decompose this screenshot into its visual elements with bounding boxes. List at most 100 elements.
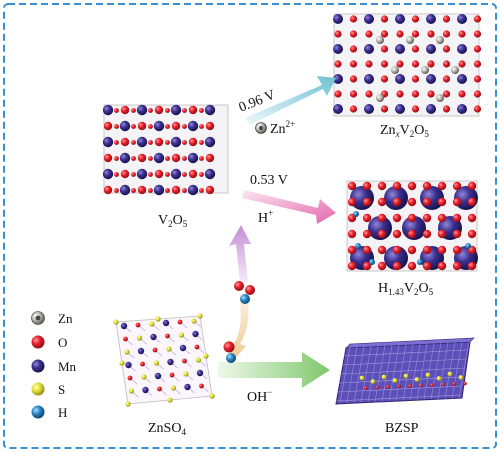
h-ion-label: H+	[258, 208, 273, 226]
o-atom	[199, 156, 204, 161]
mn-atom	[120, 322, 128, 330]
o-atom	[396, 30, 404, 38]
o-atom	[362, 197, 372, 207]
o-atom	[177, 319, 183, 325]
o-atom	[442, 15, 451, 23]
o-atom	[165, 188, 170, 193]
o-atom	[169, 372, 175, 378]
o-atom	[422, 197, 432, 207]
mn-atom	[426, 14, 436, 24]
o-atom	[349, 60, 358, 68]
o-atom	[380, 75, 389, 83]
o-atom	[392, 229, 402, 239]
legend-item-o: O	[31, 335, 67, 350]
o-atom	[458, 60, 466, 68]
bond	[360, 346, 372, 403]
o-atom	[362, 245, 372, 255]
bond	[451, 342, 463, 399]
o-atom	[377, 213, 387, 223]
o-atom	[148, 172, 153, 177]
s-atom	[203, 353, 209, 359]
bond	[388, 344, 400, 401]
bond	[409, 343, 421, 401]
bond	[402, 344, 414, 401]
o-atom	[114, 108, 119, 113]
s-atom	[414, 377, 420, 382]
legend-label-h: H	[58, 405, 67, 420]
bond	[339, 376, 464, 384]
bond	[335, 394, 461, 402]
mn-atom	[102, 104, 114, 116]
legend-label-o: O	[58, 335, 67, 350]
oh-ion-label: OH−	[247, 387, 272, 405]
o-atom-icon	[31, 335, 45, 349]
o-atom	[349, 75, 358, 83]
znso4-label: ZnSO4	[148, 421, 186, 437]
o-atom	[473, 60, 482, 68]
o-atom	[442, 90, 451, 98]
s-atom	[141, 374, 147, 380]
o-atom	[422, 181, 432, 191]
mn-atom	[395, 44, 405, 54]
o-atom	[103, 153, 113, 163]
o-atom	[411, 75, 420, 83]
o-atom	[377, 181, 387, 191]
o-atom	[467, 261, 477, 271]
o-atom	[137, 153, 147, 163]
o-atom	[182, 140, 187, 145]
o-atom	[473, 75, 482, 83]
arrow-h-insertion	[242, 190, 336, 224]
mn-atom	[102, 168, 114, 180]
mn-atom	[119, 152, 131, 164]
o-atom	[182, 358, 187, 364]
h-atom	[353, 211, 359, 217]
mn-atom	[137, 347, 145, 355]
o-atom	[419, 383, 423, 388]
o-atom	[165, 333, 170, 339]
o-atom	[182, 188, 187, 193]
zn-v2o5-atoms	[333, 14, 482, 114]
o-atom	[407, 245, 417, 255]
mn-atom	[426, 74, 436, 84]
o-atom	[140, 361, 145, 367]
mn-atom	[364, 44, 374, 54]
h-v2o5-atoms	[347, 181, 478, 271]
mn-atom-icon	[31, 359, 45, 373]
o-atom	[377, 261, 387, 271]
o-atom	[380, 105, 389, 113]
o-atom	[392, 197, 402, 207]
o-atom	[437, 181, 447, 191]
legend-item-s: S	[31, 382, 65, 397]
o-atom	[349, 105, 358, 113]
bond	[337, 385, 462, 393]
o-atom	[103, 185, 113, 195]
s-atom	[197, 313, 203, 319]
bond	[353, 346, 365, 403]
o-atom	[148, 140, 153, 145]
v2o5-label: V2O5	[158, 213, 188, 229]
mn-atom	[142, 386, 149, 394]
o-atom	[458, 30, 466, 38]
o-atom	[148, 124, 153, 129]
mn-atom	[395, 104, 405, 114]
o-atom	[165, 108, 170, 113]
o-atom	[392, 181, 402, 191]
legend-item-mn: Mn	[31, 359, 77, 374]
o-atom	[349, 45, 358, 53]
mn-atom	[102, 136, 114, 148]
water-molecule-upper	[234, 281, 255, 304]
mn-atom	[457, 44, 467, 54]
o-atom	[365, 90, 373, 98]
s-atom	[166, 346, 172, 352]
s-atom	[209, 393, 215, 399]
mn-atom	[333, 74, 343, 84]
o-atom	[347, 181, 357, 191]
zn-v2o5-crystal	[333, 13, 482, 117]
mn-atom	[204, 104, 216, 116]
o-atom	[120, 169, 130, 179]
bond	[437, 342, 449, 399]
s-atom	[447, 371, 453, 377]
o-atom	[347, 197, 357, 207]
o-atom	[362, 213, 372, 223]
